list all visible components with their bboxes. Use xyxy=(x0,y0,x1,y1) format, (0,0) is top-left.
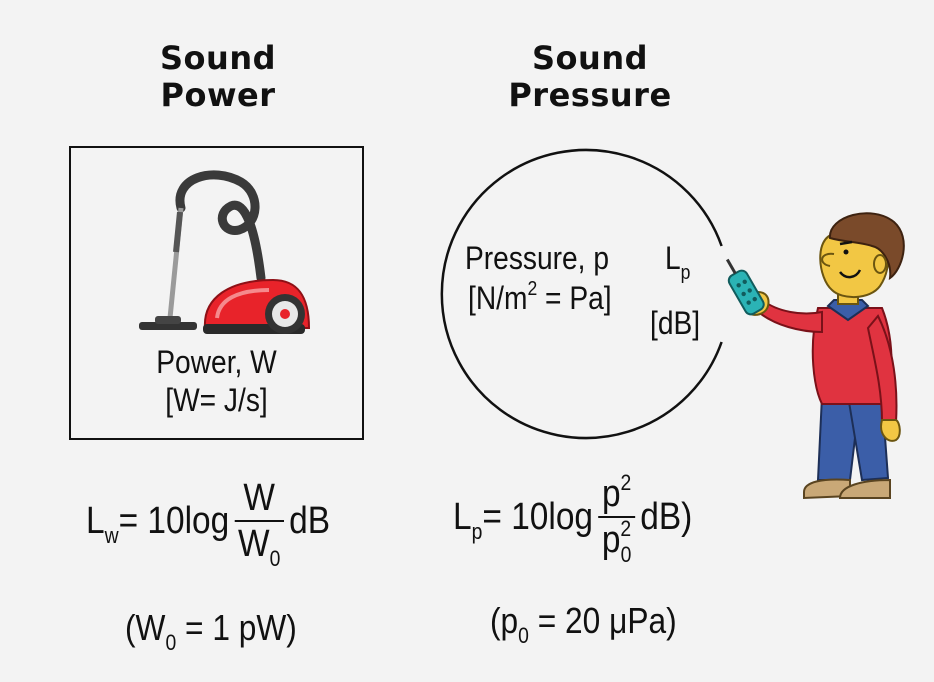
pressure-field-circle xyxy=(440,148,723,440)
power-label: Power, W xyxy=(156,344,277,380)
denominator-subscript: 0 xyxy=(620,542,632,567)
sound-power-box: Power, W [W= J/s] xyxy=(69,146,364,440)
level-symbol: L xyxy=(665,240,681,276)
pressure-unit-tail: = Pa] xyxy=(537,280,612,316)
numerator-symbol: p xyxy=(601,473,621,515)
fraction-numerator: p2 xyxy=(598,472,634,516)
formula-unit: dB xyxy=(289,500,331,542)
heading-line: Sound xyxy=(160,39,276,77)
ref-subscript: 0 xyxy=(518,623,529,648)
power-unit: [W= J/s] xyxy=(165,382,268,418)
pressure-unit: [N/m2 = Pa] xyxy=(468,278,612,316)
fraction-denominator: p20 xyxy=(598,516,635,566)
fraction-numerator: W xyxy=(243,477,275,519)
lhs-subscript: w xyxy=(104,523,119,548)
heading-line: Pressure xyxy=(508,76,672,114)
sound-power-heading: Sound Power xyxy=(118,40,318,114)
reference-pressure: (p0 = 20 μPa) xyxy=(490,600,677,647)
vacuum-cleaner-icon xyxy=(139,170,311,334)
sound-pressure-level-unit: [dB] xyxy=(650,305,701,341)
formula-lhs: Lw xyxy=(86,500,119,547)
sound-power-level-formula: Lw = 10log W W0 dB xyxy=(86,477,331,570)
denominator-subscript: 0 xyxy=(269,546,281,571)
ref-rest: = 20 μPa) xyxy=(528,600,677,641)
denominator-symbol: W xyxy=(238,523,270,565)
formula-fraction: p2 p20 xyxy=(598,472,635,566)
formula-unit: dB) xyxy=(640,496,693,538)
pressure-label: Pressure, p xyxy=(465,240,609,276)
lhs-symbol: L xyxy=(453,496,472,538)
sound-pressure-level-symbol: Lp xyxy=(665,240,690,283)
denominator-symbol: p xyxy=(601,519,621,561)
ref-rest: = 1 pW) xyxy=(176,607,297,648)
person-with-sound-meter-icon xyxy=(725,212,905,500)
denominator-superscript: 2 xyxy=(620,516,632,541)
ref-open: (p xyxy=(490,600,519,641)
formula-equals: = 10log xyxy=(482,496,594,538)
sound-pressure-heading: Sound Pressure xyxy=(470,40,710,114)
fraction-denominator: W0 xyxy=(234,520,284,570)
ref-subscript: 0 xyxy=(165,630,177,655)
heading-line: Power xyxy=(160,76,276,114)
reference-power: (W0 = 1 pW) xyxy=(125,607,297,654)
numerator-superscript: 2 xyxy=(620,470,632,495)
lhs-subscript: p xyxy=(471,519,483,544)
heading-line: Sound xyxy=(532,39,648,77)
sound-pressure-level-formula: Lp = 10log p2 p20 dB) xyxy=(453,472,693,566)
ref-open: (W xyxy=(125,607,166,648)
formula-fraction: W W0 xyxy=(234,477,284,570)
pressure-unit-exponent: 2 xyxy=(527,278,538,300)
formula-equals: = 10log xyxy=(118,500,230,542)
pressure-unit-main: [N/m xyxy=(468,280,528,316)
formula-lhs: Lp xyxy=(453,496,482,543)
lhs-symbol: L xyxy=(86,500,105,542)
level-subscript: p xyxy=(680,262,691,284)
